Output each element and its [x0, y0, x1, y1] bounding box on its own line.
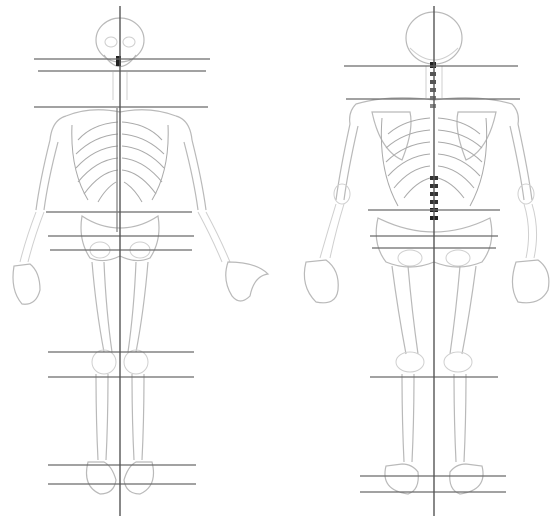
anterior-arms: [13, 140, 268, 304]
anterior-clavicles: [66, 110, 176, 116]
skeleton-anterior: [13, 18, 268, 494]
anterior-guide-lines: [34, 6, 210, 516]
anterior-shoulders: [50, 116, 192, 140]
posterior-arms: [304, 124, 549, 303]
skeleton-posterior: [304, 12, 549, 494]
